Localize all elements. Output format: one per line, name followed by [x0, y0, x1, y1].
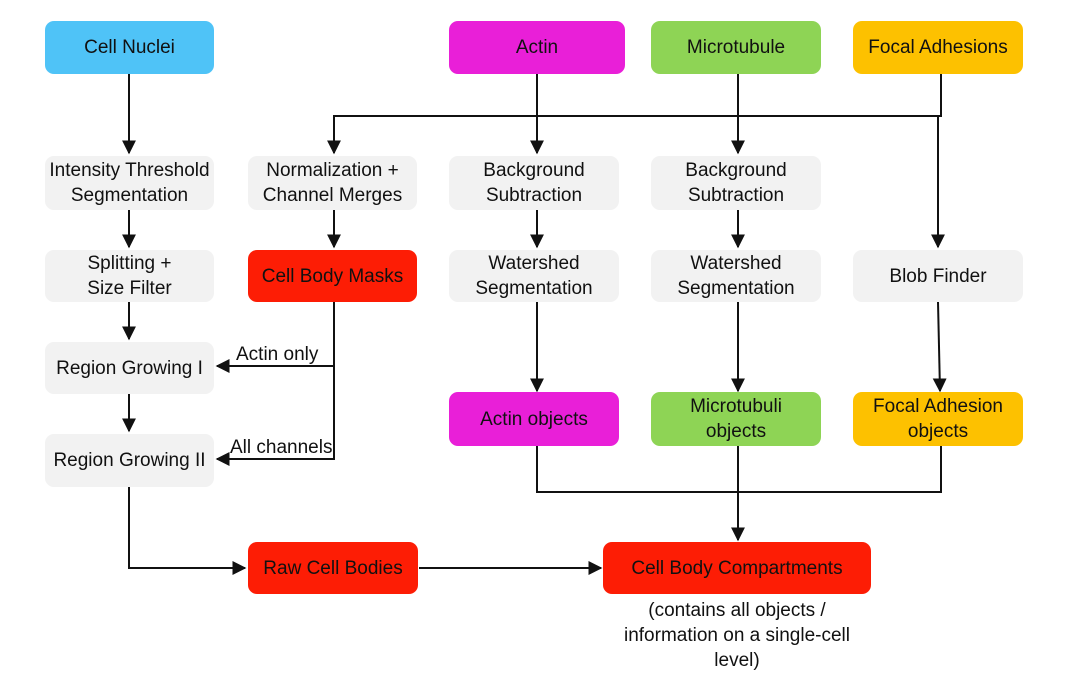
compartments-note: (contains all objects / information on a…: [623, 600, 850, 671]
node-splitting-size-filter: Splitting + Size Filter: [45, 250, 214, 302]
node-raw-cell-bodies: Raw Cell Bodies: [248, 542, 418, 594]
edge-feed-to-normalization: [327, 74, 942, 155]
edge-label-actin-only: Actin only: [236, 344, 319, 365]
node-microtubule: Microtubule: [651, 21, 821, 74]
node-bg-subtraction-actin: Background Subtraction: [449, 156, 619, 210]
node-watershed-actin: Watershed Segmentation: [449, 250, 619, 302]
node-cell-nuclei: Cell Nuclei: [45, 21, 214, 74]
node-cell-body-compartments: Cell Body Compartments: [603, 542, 871, 594]
node-actin: Actin: [449, 21, 625, 74]
node-focal-adhesion-objects: Focal Adhesion objects: [853, 392, 1023, 446]
node-cell-body-masks: Cell Body Masks: [248, 250, 417, 302]
node-actin-objects: Actin objects: [449, 392, 619, 446]
node-region-growing-1: Region Growing I: [45, 342, 214, 394]
node-watershed-micro: Watershed Segmentation: [651, 250, 821, 302]
edge-rg2-to-raw-bodies: [128, 487, 247, 575]
node-blob-finder: Blob Finder: [853, 250, 1023, 302]
node-intensity-threshold: Intensity Threshold Segmentation: [45, 156, 214, 210]
node-region-growing-2: Region Growing II: [45, 434, 214, 487]
node-normalization: Normalization + Channel Merges: [248, 156, 417, 210]
node-bg-subtraction-micro: Background Subtraction: [651, 156, 821, 210]
edge-masks-to-rg2: [215, 366, 335, 466]
node-microtubuli-objects: Microtubuli objects: [651, 392, 821, 446]
node-focal-adhesions: Focal Adhesions: [853, 21, 1023, 74]
edge-blob-to-fa-objects: [932, 301, 947, 393]
edge-label-all-channels: All channels: [230, 437, 333, 458]
